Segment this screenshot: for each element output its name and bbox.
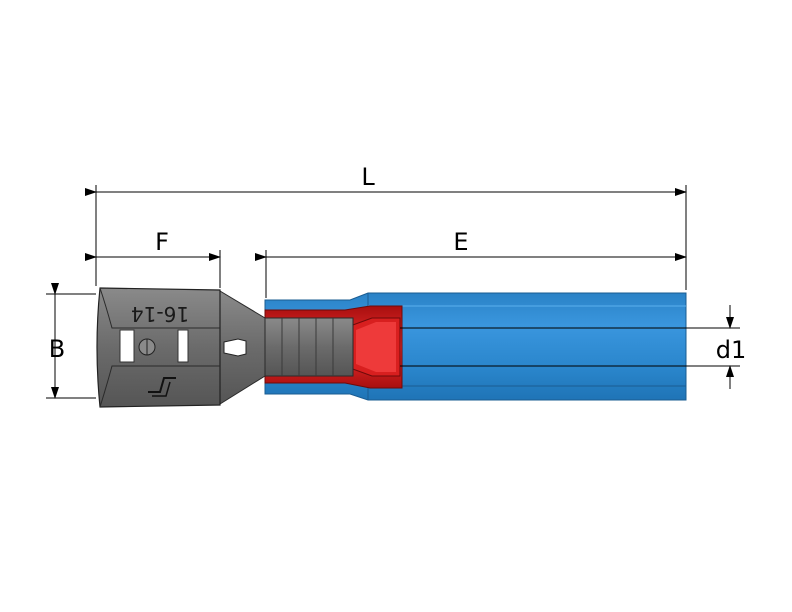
dimension-lines <box>46 185 740 399</box>
dim-label-F: F <box>155 228 169 256</box>
metal-taper <box>219 290 266 405</box>
dim-label-d1: d1 <box>716 336 747 364</box>
logo-icon <box>148 377 176 397</box>
receptacle-body <box>96 287 221 408</box>
wire-range-stamp: 16-14 <box>131 302 189 326</box>
metal-barrel <box>264 317 354 377</box>
dim-label-B: B <box>49 335 65 363</box>
dim-label-E: E <box>453 228 468 256</box>
dim-label-L: L <box>361 163 375 191</box>
